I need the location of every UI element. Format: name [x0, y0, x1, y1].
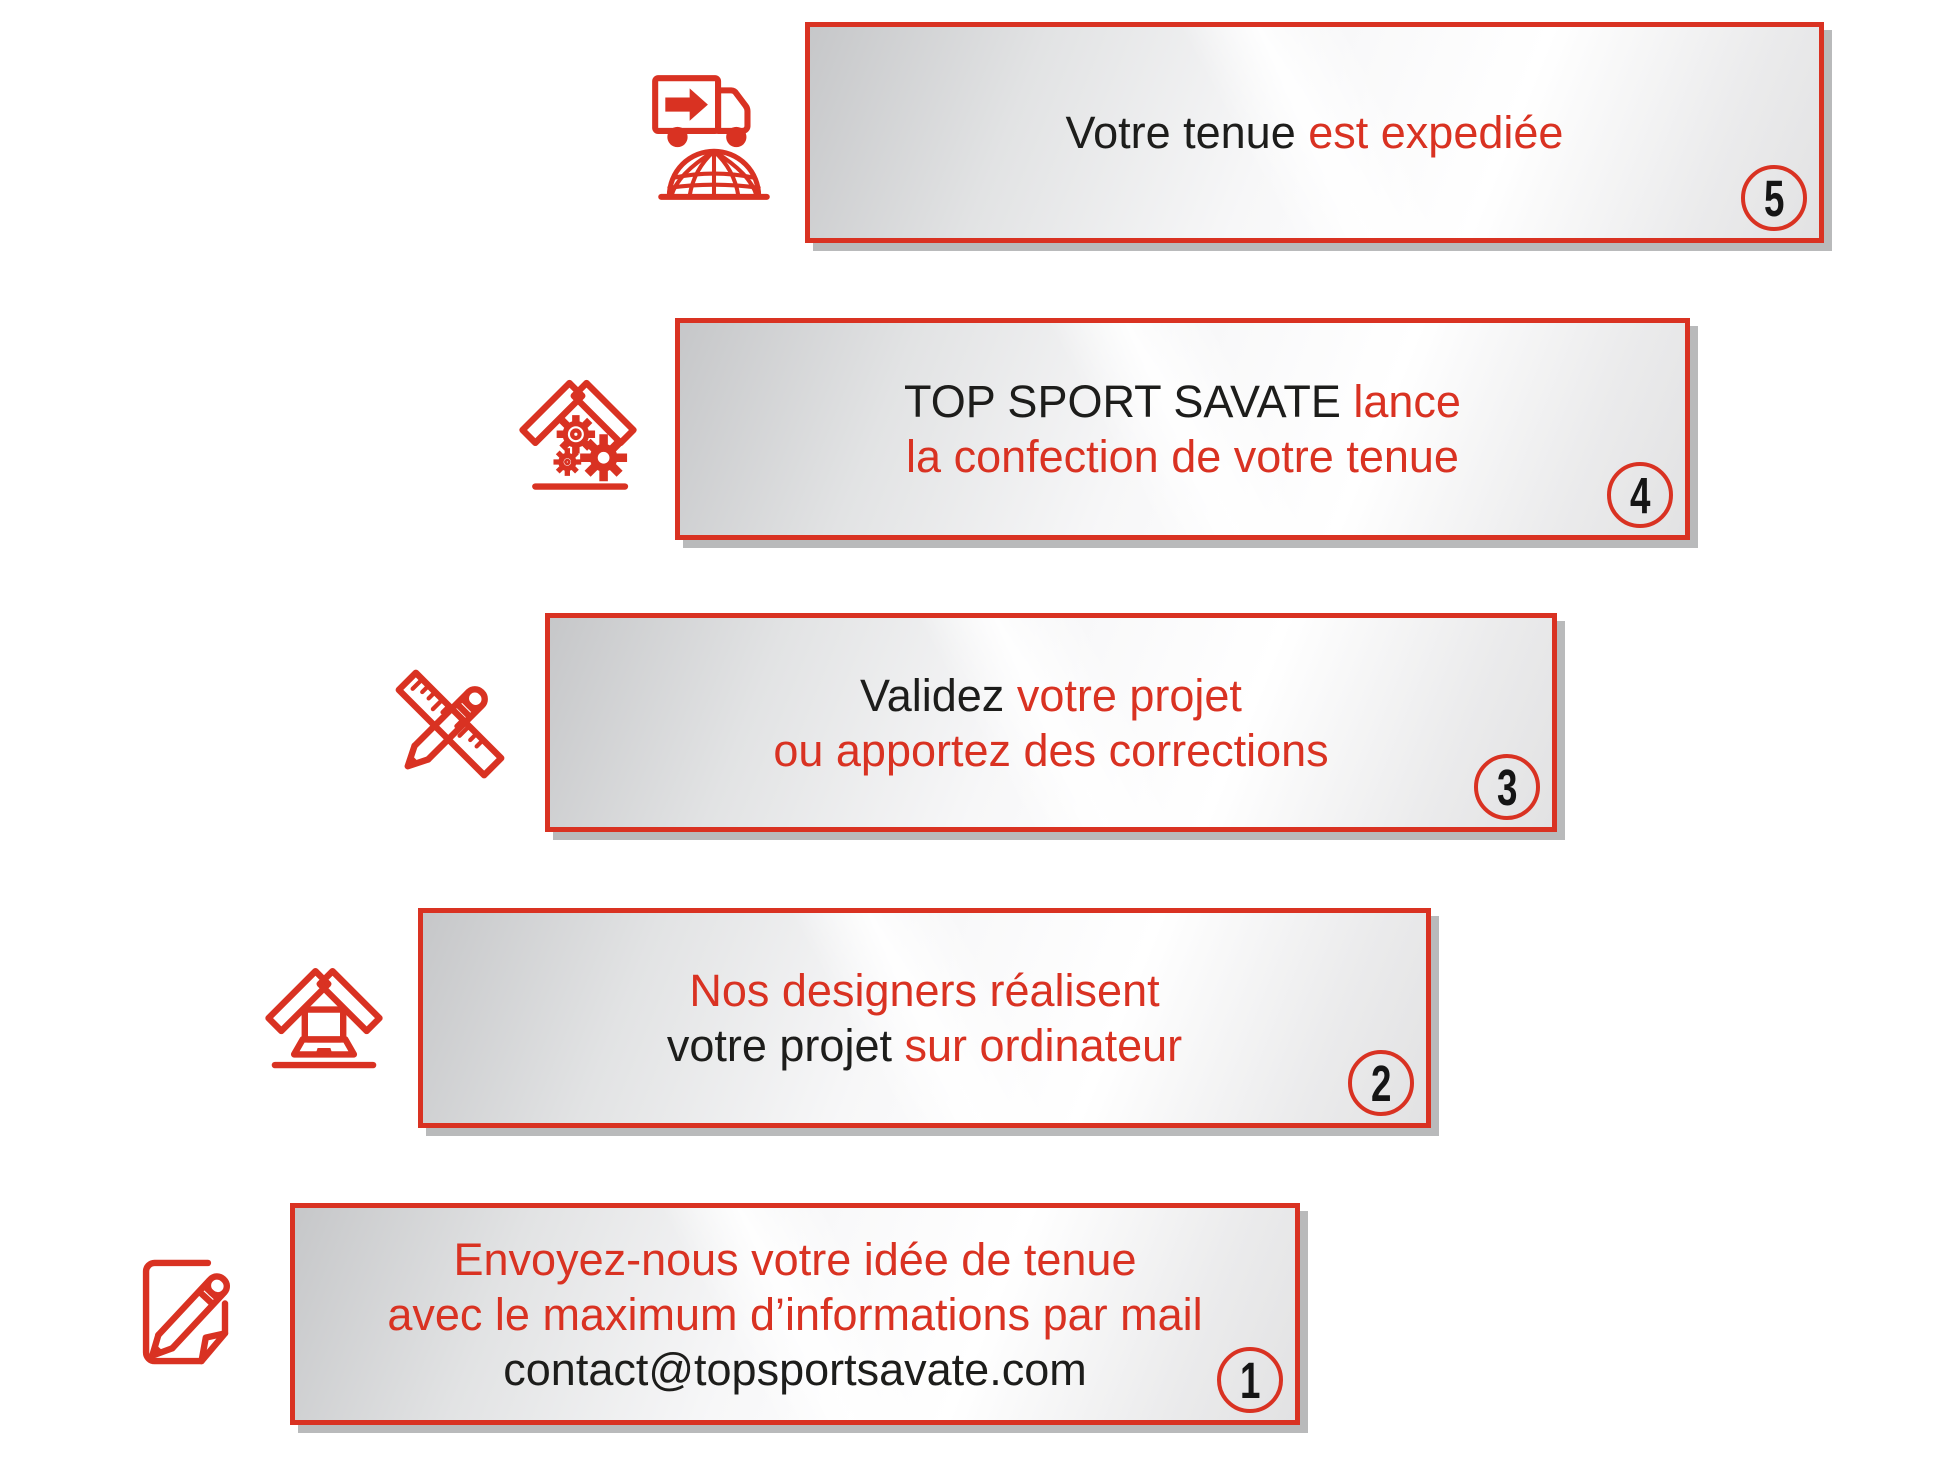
design-computer-icon	[265, 968, 383, 1069]
step-1-number-badge: 1	[1217, 1347, 1283, 1413]
step-1-line-3: contact@topsportsavate.com	[503, 1343, 1087, 1395]
step-2-panel: Nos designers réalisent votre projet sur…	[418, 908, 1431, 1128]
step-3-panel: Validez votre projet ou apportez des cor…	[545, 613, 1557, 832]
step-2-line-1: Nos designers réalisent	[689, 965, 1160, 1016]
pencil-and-ruler-icon	[395, 669, 505, 779]
step-5-number-badge: 5	[1741, 165, 1807, 231]
step-3-line-2: ou apportez des corrections	[773, 724, 1329, 776]
step-4-text: TOP SPORT SAVATE lance la confection de …	[904, 374, 1461, 484]
step-3-text: Validez votre projet ou apportez des cor…	[773, 668, 1328, 778]
workshop-gears-icon	[519, 379, 637, 490]
step-5-line-1: Votre tenue est expediée	[1065, 107, 1564, 158]
delivery-truck-worldwide-icon	[652, 75, 770, 200]
step-2-text: Nos designers réalisent votre projet sur…	[667, 963, 1182, 1073]
step-3-number-badge: 3	[1474, 754, 1540, 820]
step-1-text: Envoyez-nous votre idée de tenue avec le…	[387, 1232, 1202, 1397]
step-2-line-2: votre projet sur ordinateur	[666, 1020, 1183, 1071]
step-4-line-1: TOP SPORT SAVATE lance	[904, 376, 1461, 427]
step-1-line-1: Envoyez-nous votre idée de tenue	[453, 1233, 1137, 1285]
step-1-panel: Envoyez-nous votre idée de tenue avec le…	[290, 1203, 1300, 1425]
step-4-number-badge: 4	[1607, 462, 1673, 528]
step-2-number-badge: 2	[1348, 1050, 1414, 1116]
step-3-line-1: Validez votre projet	[860, 669, 1242, 721]
step-4-line-2: la confection de votre tenue	[906, 431, 1459, 482]
step-4-panel: TOP SPORT SAVATE lance la confection de …	[675, 318, 1690, 540]
step-5-text: Votre tenue est expediée	[1066, 105, 1564, 160]
step-5-panel: Votre tenue est expediée 5	[805, 22, 1824, 243]
step-1-line-2: avec le maximum d’informations par mail	[387, 1288, 1203, 1340]
note-and-pencil-icon	[142, 1259, 231, 1365]
